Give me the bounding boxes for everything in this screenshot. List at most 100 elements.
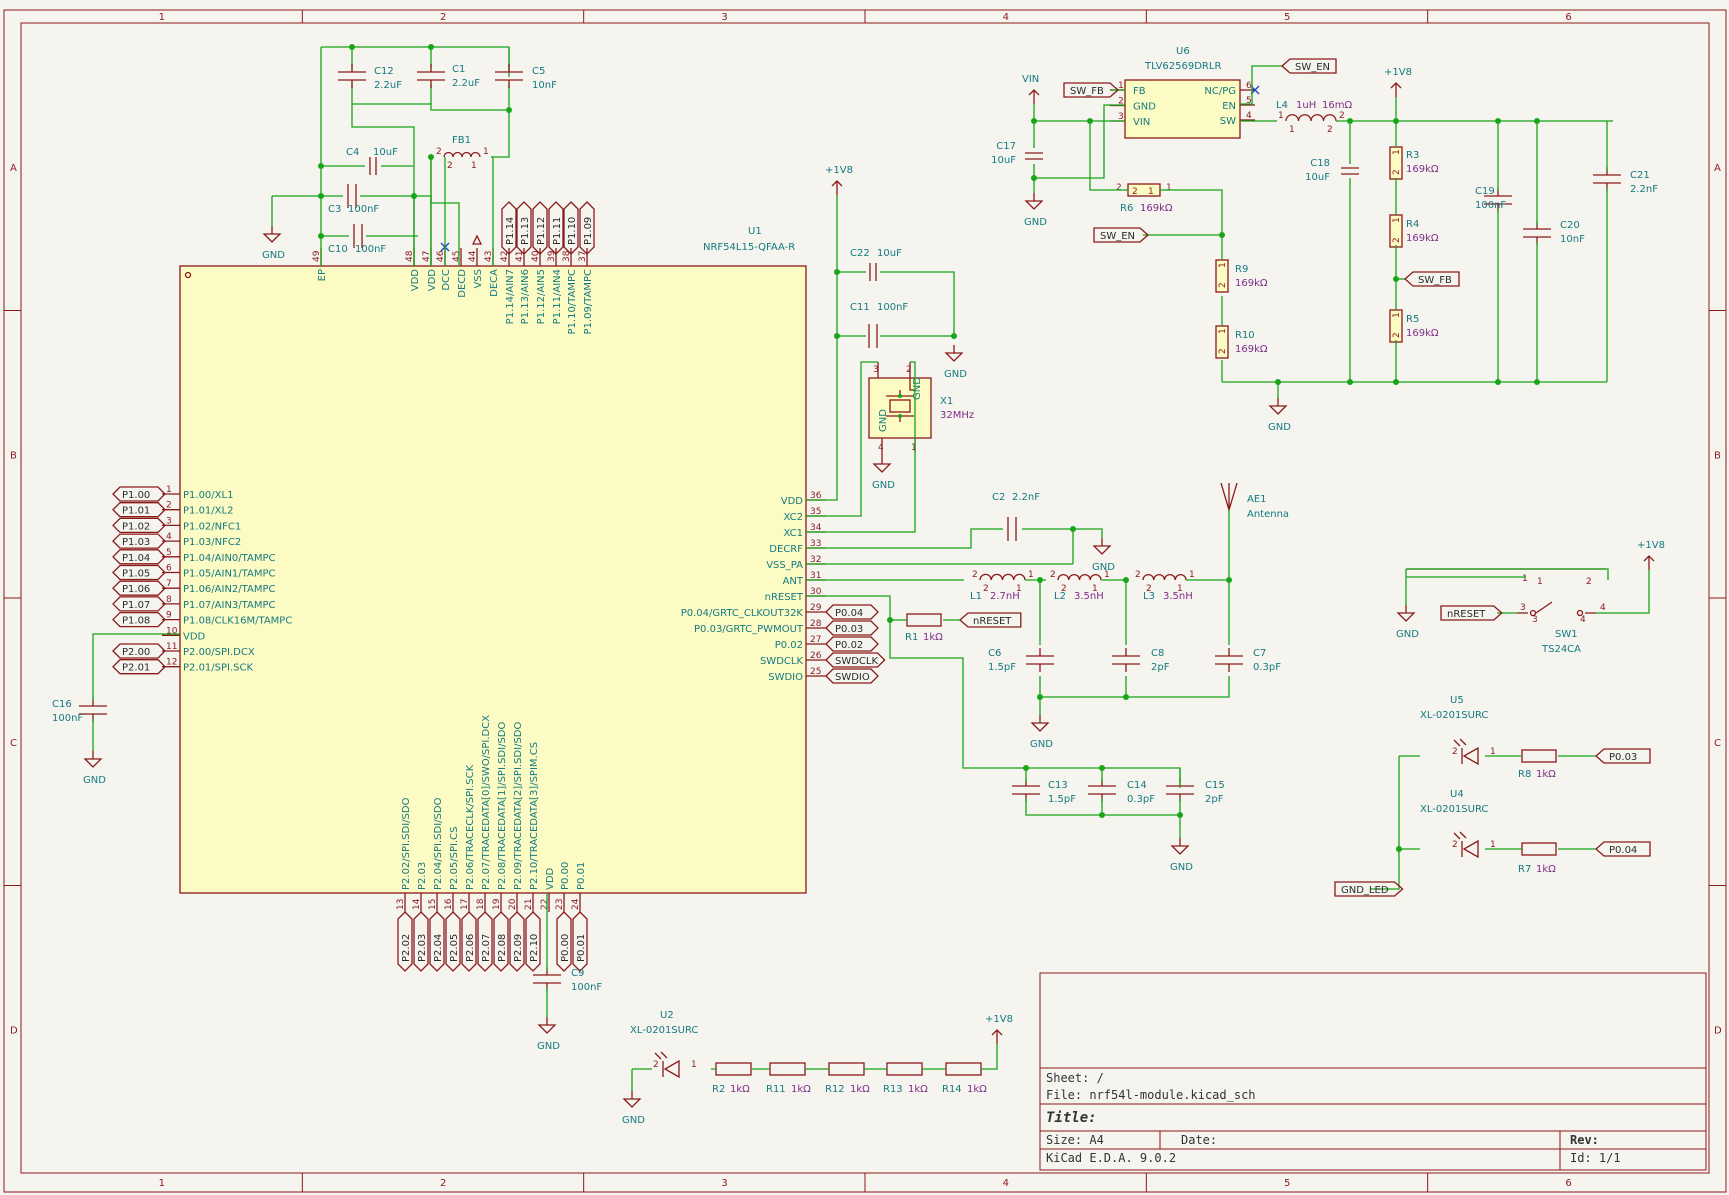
svg-text:0.3pF: 0.3pF <box>1253 662 1281 673</box>
svg-text:U2: U2 <box>660 1010 674 1021</box>
pin-number: 37 <box>578 251 588 262</box>
svg-text:R14: R14 <box>942 1084 962 1095</box>
pin-name: DECD <box>457 269 468 298</box>
net-label-p1-03: P1.03 <box>112 533 166 549</box>
net-label-p1-08: P1.08 <box>112 611 166 628</box>
svg-text:SW: SW <box>1220 116 1236 127</box>
svg-text:1: 1 <box>1537 577 1543 587</box>
svg-text:P1.04: P1.04 <box>122 553 150 564</box>
pin-number: 18 <box>476 898 486 910</box>
title-rev: Rev: <box>1570 1133 1599 1147</box>
gnd-c11: GND <box>944 345 967 380</box>
svg-text:100nF: 100nF <box>877 302 908 313</box>
net-label-p2-00: P2.00 <box>112 643 166 659</box>
net-label-p0-01: P0.01 <box>572 911 588 972</box>
pin-number: 17 <box>460 899 470 910</box>
svg-text:AE1: AE1 <box>1247 494 1267 505</box>
svg-text:1: 1 <box>1392 312 1402 318</box>
svg-text:3.5nH: 3.5nH <box>1163 591 1193 602</box>
svg-text:L1: L1 <box>970 591 982 602</box>
svg-text:1: 1 <box>1189 570 1195 580</box>
label-p003-led: P0.03 <box>1595 748 1651 764</box>
pin-name: EP <box>317 269 328 281</box>
net-label-p1-05: P1.05 <box>112 564 166 581</box>
net-label-p1-13: P1.13 <box>516 201 532 255</box>
pin-number: 38 <box>562 250 572 262</box>
svg-text:L2: L2 <box>1054 591 1066 602</box>
svg-text:C13: C13 <box>1048 780 1068 791</box>
svg-text:1: 1 <box>1118 81 1124 91</box>
svg-text:P0.04: P0.04 <box>1609 845 1637 856</box>
svg-text:1: 1 <box>691 1060 697 1070</box>
pin-name: VSS_PA <box>766 560 803 571</box>
pin-name: P2.09/TRACEDATA[2]/SPI.SDI/SDO <box>513 722 524 890</box>
svg-text:100nF: 100nF <box>348 204 379 215</box>
svg-text:R9: R9 <box>1235 264 1248 275</box>
net-label-p2-09: P2.09 <box>509 911 525 972</box>
svg-text:GND: GND <box>1030 739 1053 750</box>
gnd-c9: GND <box>537 1017 560 1052</box>
net-label-p1-10: P1.10 <box>563 201 579 255</box>
label-nreset-r1: nRESET <box>959 612 1022 628</box>
gnd-c16: GND <box>83 751 106 786</box>
row-mark-left: A <box>10 163 17 174</box>
svg-text:C1: C1 <box>452 64 465 75</box>
svg-text:1kΩ: 1kΩ <box>850 1084 870 1095</box>
pin-number: 11 <box>166 642 177 652</box>
svg-text:32MHz: 32MHz <box>940 410 974 421</box>
label-sw-en-div: SW_EN <box>1093 227 1149 243</box>
pin-number: 30 <box>810 587 822 597</box>
pin-name: P2.03 <box>417 862 428 890</box>
svg-text:P2.06: P2.06 <box>465 934 476 962</box>
svg-text:2: 2 <box>447 161 453 171</box>
svg-text:P0.01: P0.01 <box>576 934 587 962</box>
svg-text:169kΩ: 169kΩ <box>1406 164 1439 175</box>
svg-text:4: 4 <box>1600 603 1606 613</box>
svg-text:+1V8: +1V8 <box>985 1014 1013 1025</box>
net-label-p0-03: P0.03 <box>825 620 879 636</box>
gnd-rf: GND <box>1030 715 1053 750</box>
pin-number: 28 <box>810 619 822 629</box>
pin-name: P1.02/NFC1 <box>183 521 241 532</box>
svg-text:GND: GND <box>622 1115 645 1126</box>
svg-text:P1.13: P1.13 <box>520 217 531 245</box>
col-mark-top: 4 <box>1003 12 1009 23</box>
svg-text:100nF: 100nF <box>571 982 602 993</box>
svg-text:10uF: 10uF <box>877 248 902 259</box>
pin-name: P1.09/TAMPC <box>583 269 594 334</box>
pin-name: P2.01/SPI.SCK <box>183 663 254 674</box>
svg-text:2: 2 <box>1339 111 1345 121</box>
gnd-decoupling: GND <box>262 226 285 261</box>
svg-text:10uF: 10uF <box>1305 172 1330 183</box>
col-mark-bottom: 4 <box>1003 1178 1009 1189</box>
pin-name: SWDCLK <box>760 656 803 667</box>
svg-text:10nF: 10nF <box>532 80 557 91</box>
pin-name: P2.00/SPI.DCX <box>183 647 255 658</box>
svg-text:GND: GND <box>83 775 106 786</box>
svg-text:+1V8: +1V8 <box>1384 67 1412 78</box>
pin-number: 32 <box>810 555 821 565</box>
pin-name: P0.03/GRTC_PWMOUT <box>694 624 804 635</box>
net-label-p0-02: P0.02 <box>825 636 879 652</box>
svg-text:2: 2 <box>1132 187 1138 197</box>
pin-name: P1.05/AIN1/TAMPC <box>183 569 275 580</box>
svg-text:SW_FB: SW_FB <box>1070 86 1104 97</box>
svg-text:R12: R12 <box>825 1084 845 1095</box>
pin-name: P2.05/SPI.CS <box>449 826 460 890</box>
pin-name: P2.06/TRACECLK/SPI.SCK <box>465 764 476 890</box>
pin-number: 41 <box>515 251 525 262</box>
pin-name: P1.08/CLK16M/TAMPC <box>183 616 292 627</box>
pin-name: XC2 <box>784 512 803 523</box>
net-label-swdio: SWDIO <box>825 668 879 684</box>
col-mark-top: 6 <box>1565 12 1571 23</box>
pin-number: 20 <box>508 898 518 910</box>
svg-text:P1.02: P1.02 <box>122 521 150 532</box>
pin-name: VDD <box>183 631 206 642</box>
svg-text:R1: R1 <box>905 632 918 643</box>
svg-text:2.7nH: 2.7nH <box>990 591 1020 602</box>
svg-text:P2.10: P2.10 <box>529 934 540 962</box>
pin-number: 33 <box>810 539 821 549</box>
svg-text:3.5nH: 3.5nH <box>1074 591 1104 602</box>
